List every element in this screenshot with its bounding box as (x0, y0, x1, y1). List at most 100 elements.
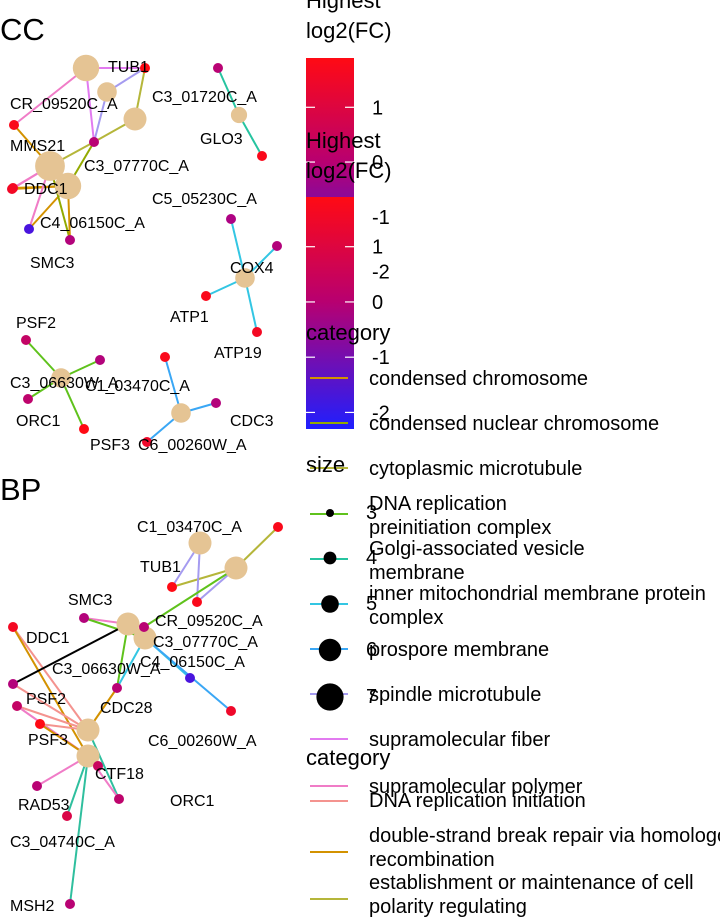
category-node-cc-7 (51, 368, 71, 388)
gene-node-bp-smc3 (79, 613, 89, 623)
colorbar-title-line2-1: log2(FC) (306, 158, 392, 183)
gene-node-bp-c6-00260w-a (226, 706, 236, 716)
gene-node-bp-c4-06150c-a (185, 673, 195, 683)
gene-node-cc-psf2 (21, 335, 31, 345)
gene-node-cc-orc1 (23, 394, 33, 404)
gene-label-cc-glo3: GLO3 (200, 131, 243, 148)
category-node-cc-4 (35, 151, 65, 181)
legend-label-supramolecular-fiber: supramolecular fiber (369, 729, 551, 751)
gene-node-cc-c4-06150c-a (24, 224, 34, 234)
legend-label-golgi-associated-vesicle-membrane: Golgi-associated vesicle (369, 538, 585, 560)
gene-label-bp-c3-07770c-a: C3_07770C_A (153, 634, 258, 651)
category-node-bp-0 (188, 531, 212, 555)
gene-node-bp-psf2 (12, 701, 22, 711)
gene-node-cc-glo3 (257, 151, 267, 161)
gene-node-cc-c5-05230c-a (226, 214, 236, 224)
panel-title-bp: BP (0, 472, 41, 507)
gene-label-cc-psf2: PSF2 (16, 315, 56, 332)
colorbar-title-line2-0: log2(FC) (306, 18, 392, 43)
legend-label-condensed-nuclear-chromosome: condensed nuclear chromosome (369, 413, 659, 435)
gene-node-bp-ctf18 (93, 761, 103, 771)
gene-label-cc-orc1: ORC1 (16, 413, 61, 430)
gene-node-cc-atp1 (201, 291, 211, 301)
gene-label-bp-c4-06150c-a: C4_06150C_A (140, 654, 245, 671)
gene-label-cc-smc3: SMC3 (30, 255, 75, 272)
category-node-bp-3 (133, 626, 157, 650)
edge-cc-20 (230, 218, 246, 279)
category-node-cc-2 (97, 82, 117, 102)
gene-node-cc-atp19 (252, 327, 262, 337)
edge-bp-27 (69, 755, 89, 905)
legend-label-supramolecular-polymer: supramolecular polymer (369, 776, 583, 798)
gene-label-cc-c3-06630w-a: C3_06630W_A (10, 375, 119, 392)
gene-node-cc-c3-07770c-a (89, 137, 99, 147)
edge-bp-24 (87, 729, 120, 800)
legend-label-establishment-or-maintenance-of-cell-polarity-regulating: establishment or maintenance of cell (369, 872, 694, 894)
colorbar-title-0: Highest (306, 0, 381, 13)
legend-size-label-4: 4 (366, 547, 377, 569)
gene-label-bp-orc1: ORC1 (170, 793, 215, 810)
gene-label-bp-rad53: RAD53 (18, 797, 70, 814)
gene-node-cc-cox4 (272, 241, 282, 251)
legend-category-title-bp: category (306, 745, 390, 770)
gene-label-cc-c3-01720c-a: C3_01720C_A (152, 89, 257, 106)
legend-size-key-4 (323, 551, 337, 565)
edge-bp-15 (16, 705, 89, 731)
legend-size-key-6 (318, 638, 342, 662)
colorbar-tick-label-1-2: -1 (372, 347, 390, 369)
gene-label-cc-cdc3: CDC3 (230, 413, 274, 430)
legend-category-title-cc: category (306, 320, 390, 345)
gene-label-bp-c3-04740c-a: C3_04740C_A (10, 834, 115, 851)
legend-size-key-3 (326, 509, 334, 517)
legend-label-spindle-microtubule: spindle microtubule (369, 684, 541, 706)
legend-size-title: size (306, 452, 345, 477)
gene-node-bp-orc1 (114, 794, 124, 804)
gene-label-cc-c6-00260w-a: C6_00260W_A (138, 437, 247, 454)
colorbar-tick-label-0-2: -1 (372, 207, 390, 229)
gene-label-bp-psf2: PSF2 (26, 691, 66, 708)
legend-label-line2-golgi-associated-vesicle-membrane: membrane (369, 562, 465, 584)
gene-node-cc-cdc3 (211, 398, 221, 408)
gene-node-cc-psf3 (79, 424, 89, 434)
edge-bp-14 (12, 683, 89, 731)
edge-bp-13 (12, 623, 129, 685)
gene-label-cc-psf3: PSF3 (90, 437, 130, 454)
category-node-bp-5 (76, 744, 100, 768)
category-node-cc-1 (123, 107, 147, 131)
gene-node-bp-c3-07770c-a (139, 622, 149, 632)
edge-bp-11 (12, 626, 89, 731)
legend-label-dna-replication-preinitiation-complex: DNA replication (369, 493, 507, 515)
gene-label-bp-c3-06630w-a: C3_06630W_A (52, 661, 161, 678)
category-node-cc-0 (72, 54, 100, 82)
gene-label-cc-ddc1: DDC1 (24, 181, 68, 198)
colorbar-tick-label-0-0: 1 (372, 97, 383, 119)
gene-node-bp-ddc1 (8, 622, 18, 632)
colorbar-tick-label-1-3: -2 (372, 402, 390, 424)
gene-node-bp-cr-09520c-a (192, 597, 202, 607)
gene-node-bp-psf3 (35, 719, 45, 729)
legend-label-dna-replication-initiation: DNA replication initiation (369, 790, 586, 812)
gene-node-cc-smc3 (65, 235, 75, 245)
panel-title-cc: CC (0, 12, 45, 47)
edge-bp-5 (143, 567, 237, 628)
gene-label-cc-tub1: TUB1 (108, 59, 149, 76)
gene-label-cc-c1-03470c-a: C1_03470C_A (85, 378, 190, 395)
category-node-bp-2 (116, 612, 140, 636)
gene-node-bp-c3-04740c-a (62, 811, 72, 821)
gene-label-bp-ctf18: CTF18 (95, 766, 144, 783)
legend-size-label-5: 5 (366, 593, 377, 615)
gene-node-bp-msh2 (65, 899, 75, 909)
gene-label-cc-c3-07770c-a: C3_07770C_A (84, 158, 189, 175)
legend-size-key-5 (321, 595, 339, 613)
gene-node-cc-cr-09520c-a (9, 120, 19, 130)
colorbar-title-1: Highest (306, 128, 381, 153)
gene-label-cc-cr-09520c-a: CR_09520C_A (10, 96, 118, 113)
colorbar-tick-label-1-1: 0 (372, 292, 383, 314)
gene-label-cc-mms21: MMS21 (10, 138, 65, 155)
gene-node-cc-c6-00260w-a (142, 437, 152, 447)
gene-label-cc-cox4: COX4 (230, 260, 274, 277)
gene-label-bp-tub1: TUB1 (140, 559, 181, 576)
edge-cc-6 (13, 67, 87, 126)
gene-node-bp-c1-03470c-a (273, 522, 283, 532)
gene-node-cc-tub1 (140, 63, 150, 73)
